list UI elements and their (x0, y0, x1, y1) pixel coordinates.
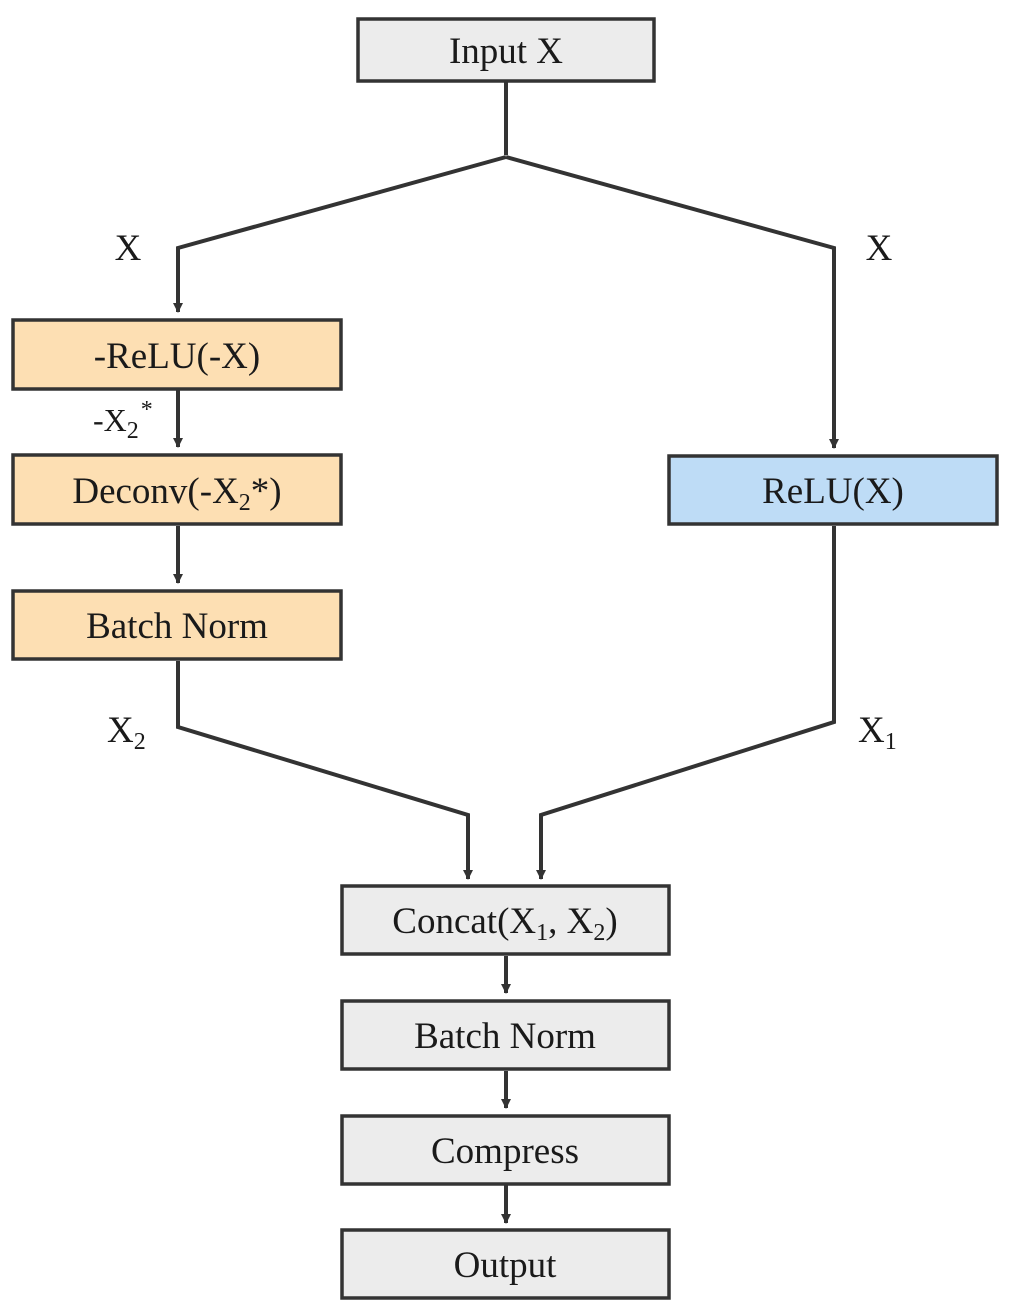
relu-label: ReLU(X) (762, 471, 904, 512)
connectors (173, 82, 839, 1224)
edge-split-right (505, 155, 839, 449)
relu-node: ReLU(X) (667, 454, 999, 526)
compress-node: Compress (340, 1114, 671, 1186)
edge-label-neg-x2-star: -X2* (93, 397, 153, 444)
input-label: Input X (449, 31, 563, 72)
output-node: Output (340, 1228, 671, 1300)
batch-norm-left-label: Batch Norm (86, 606, 268, 647)
deconv-label: Deconv(-X2*) (72, 471, 281, 516)
neg-relu-node: -ReLU(-X) (11, 318, 343, 391)
output-label: Output (454, 1245, 558, 1286)
compress-box (340, 1114, 671, 1186)
edge-bn-concat (176, 661, 473, 880)
neg-relu-box (11, 318, 343, 391)
concat-node: Concat(X1, X2) (340, 884, 671, 956)
concat-label: Concat(X1, X2) (392, 901, 617, 946)
edge-label-x2: X2 (107, 710, 146, 755)
relu-box (667, 454, 999, 526)
output-box (340, 1228, 671, 1300)
batch-norm-left-node: Batch Norm (11, 589, 343, 661)
batch-norm-box (340, 999, 671, 1071)
edge-label-right-x: X (866, 228, 893, 269)
batch-norm-left-box (11, 589, 343, 661)
edge-label-x1: X1 (858, 710, 897, 755)
batch-norm-node: Batch Norm (340, 999, 671, 1071)
edge-split-left (173, 155, 507, 313)
concat-box (340, 884, 671, 956)
deconv-node: Deconv(-X2*) (11, 453, 343, 526)
batch-norm-label: Batch Norm (414, 1016, 596, 1057)
compress-label: Compress (431, 1131, 579, 1172)
deconv-box (11, 453, 343, 526)
edge-label-left-x: X (115, 228, 142, 269)
input-node: Input X (356, 17, 656, 83)
input-box (356, 17, 656, 83)
edge-relu-concat (536, 526, 836, 880)
neg-relu-label: -ReLU(-X) (94, 336, 260, 377)
